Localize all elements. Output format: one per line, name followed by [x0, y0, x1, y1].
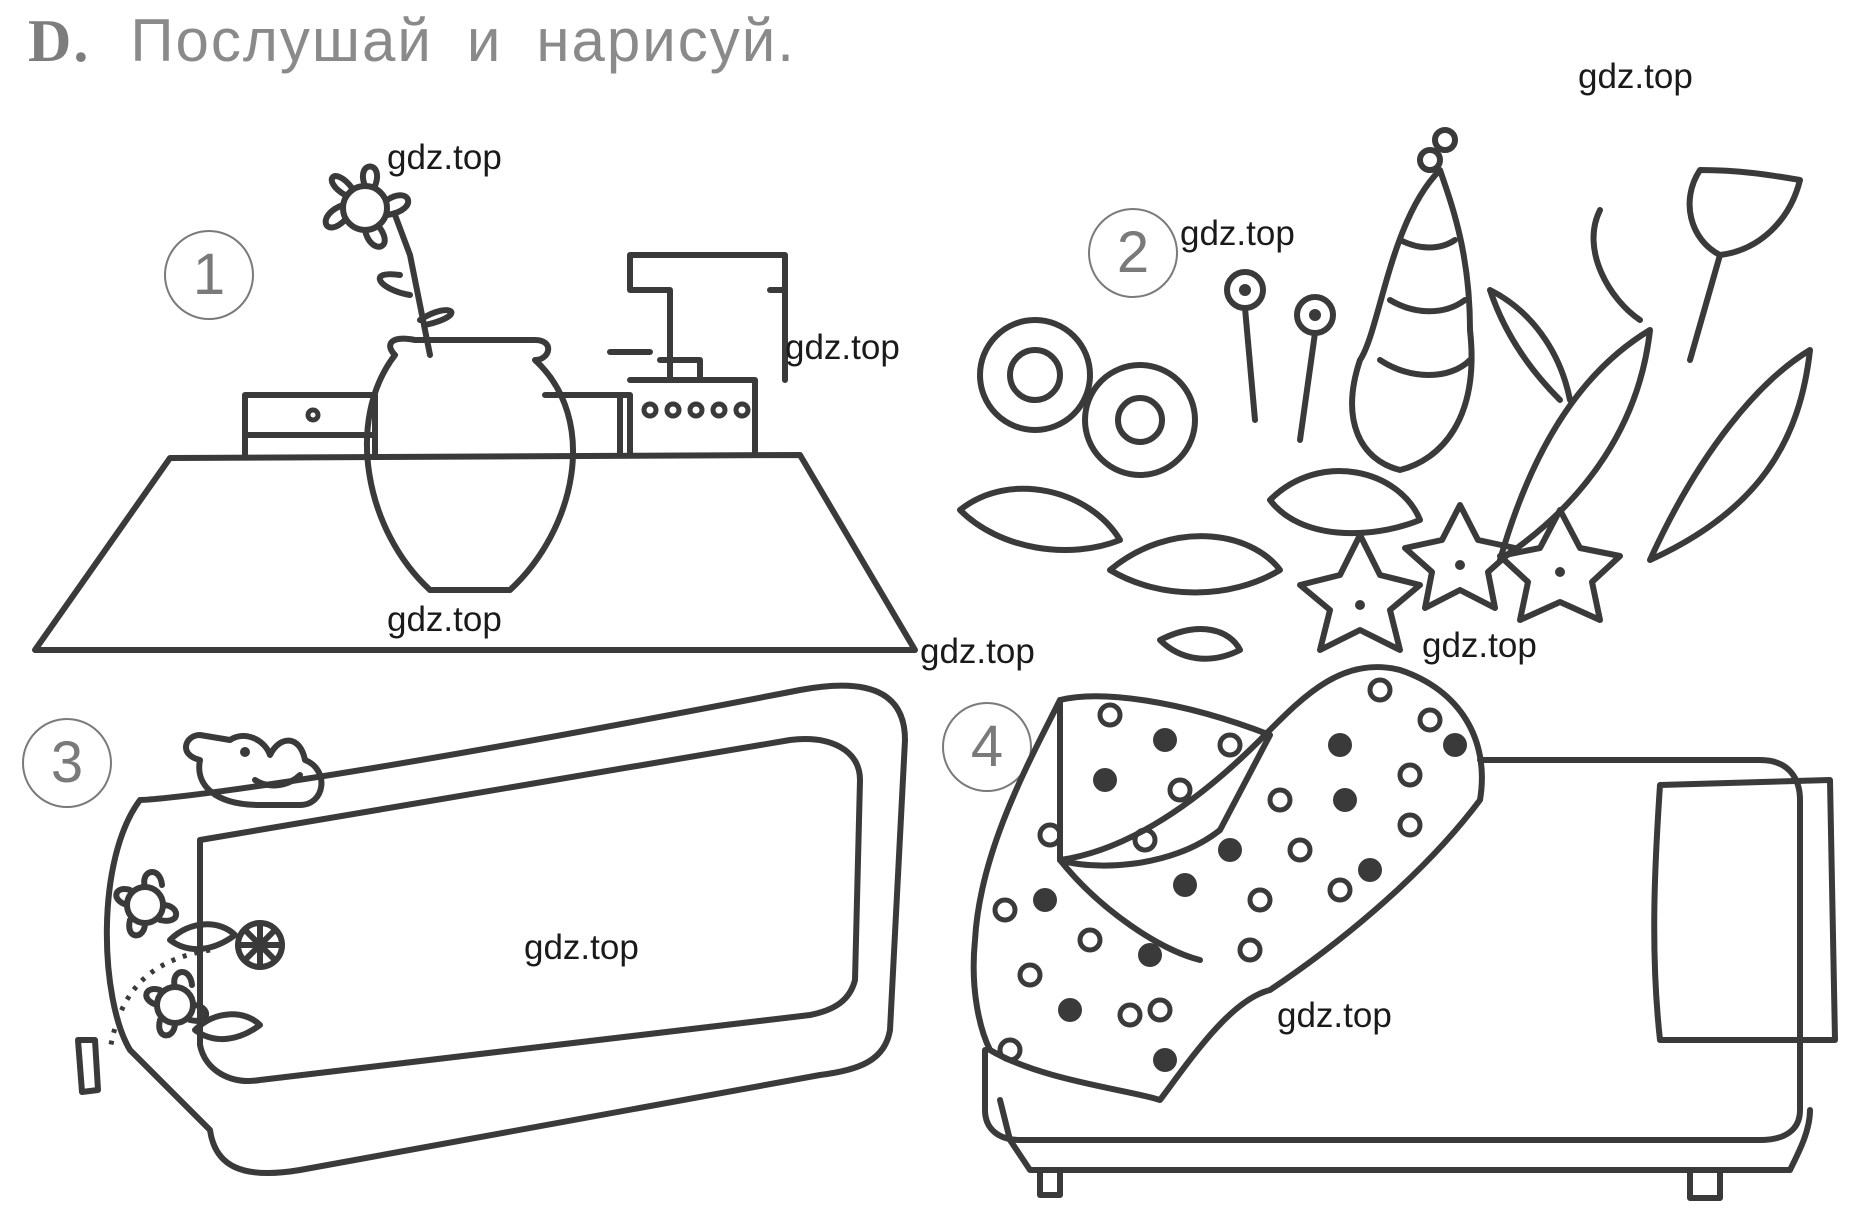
scene-number-1: 1 [164, 230, 254, 320]
watermark-text: gdz.top [387, 600, 502, 639]
watermark-text: gdz.top [920, 632, 1035, 671]
watermark-text: gdz.top [1180, 214, 1295, 253]
watermark-text: gdz.top [1422, 626, 1537, 665]
exercise-heading: D. Послушай и нарисуй. [28, 6, 830, 76]
watermark-text: gdz.top [1277, 996, 1392, 1035]
watermark-text: gdz.top [387, 138, 502, 177]
watermark-text: gdz.top [1578, 57, 1693, 96]
scene-number-4: 4 [942, 702, 1032, 792]
heading-word-listen: Послушай [130, 7, 433, 74]
heading-word-draw: нарисуй. [536, 7, 796, 74]
heading-word-and: и [466, 7, 503, 74]
scene-number-3: 3 [22, 718, 112, 808]
watermark-text: gdz.top [785, 328, 900, 367]
scene-number-2: 2 [1088, 208, 1178, 298]
exercise-letter: D. [28, 8, 91, 74]
watermark-text: gdz.top [524, 928, 639, 967]
